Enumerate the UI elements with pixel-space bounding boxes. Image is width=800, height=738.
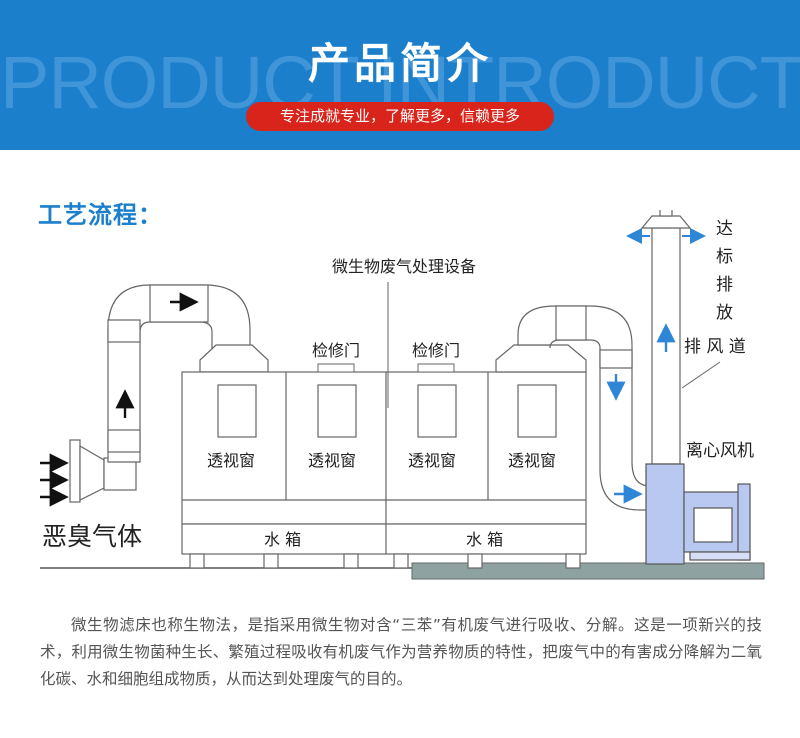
input-gas-label: 恶臭气体 <box>42 522 142 551</box>
inspection-door-2 <box>417 363 455 373</box>
water-tank-label-2: 水 箱 <box>466 530 503 549</box>
exhaust-leader-line <box>681 361 721 389</box>
window-4 <box>517 384 557 438</box>
emission-char-4: 放 <box>716 303 733 323</box>
fan-label: 离心风机 <box>686 441 754 461</box>
emission-char-1: 达 <box>716 219 733 239</box>
page-title: 产品简介 <box>307 39 492 88</box>
window-2 <box>317 384 357 438</box>
fan-base-platform <box>411 562 765 580</box>
exhaust-duct-label: 排 风 道 <box>684 337 746 357</box>
exhaust-stack <box>640 210 692 465</box>
header-banner: PRODUCT INTRODUCTION 产品简介 专注成就专业，了解更多，信赖… <box>0 0 800 150</box>
description-paragraph: 微生物滤床也称生物法，是指采用微生物对含“三苯”有机废气进行吸收、分解。这是一项… <box>40 616 762 688</box>
window-label-2: 透视窗 <box>308 451 356 470</box>
emission-char-3: 排 <box>716 275 733 295</box>
section-title: 工艺流程： <box>38 201 163 229</box>
inlet-duct <box>107 284 251 463</box>
window-label-1: 透视窗 <box>207 451 255 470</box>
right-hood <box>495 344 587 373</box>
water-tank-label-1: 水 箱 <box>264 530 301 549</box>
window-1 <box>217 384 257 438</box>
tagline-badge: 专注成就专业，了解更多，信赖更多 <box>246 102 554 131</box>
equipment-legs <box>189 553 581 569</box>
left-hood <box>199 344 269 373</box>
inlet-hood <box>69 439 137 503</box>
equipment-label: 微生物废气处理设备 <box>332 257 476 276</box>
centrifugal-fan <box>645 463 751 565</box>
process-flow-diagram: 恶臭气体 检修门 检修门 透视窗 透视窗 透视窗 透视窗 水 箱 <box>40 210 765 580</box>
door-label-2: 检修门 <box>412 341 460 360</box>
input-arrows <box>40 453 69 507</box>
emission-char-2: 标 <box>716 247 733 267</box>
inspection-door-1 <box>317 363 355 373</box>
window-3 <box>417 384 457 438</box>
door-label-1: 检修门 <box>312 341 360 360</box>
window-label-3: 透视窗 <box>408 451 456 470</box>
window-label-4: 透视窗 <box>508 451 556 470</box>
